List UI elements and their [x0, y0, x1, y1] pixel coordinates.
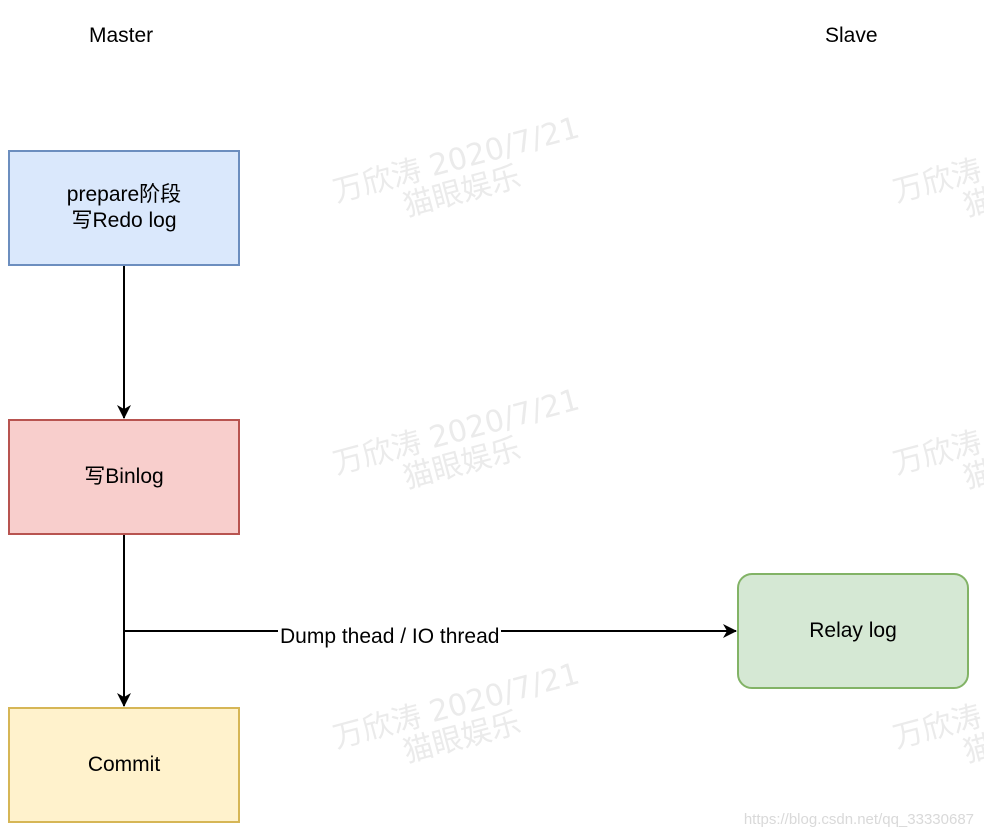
- master-column-label: Master: [89, 24, 154, 47]
- source-credit: https://blog.csdn.net/qq_33330687: [743, 811, 974, 828]
- commit-node[interactable]: Commit: [8, 707, 240, 823]
- replication-edge-label: Dump thead / IO thread: [278, 624, 502, 650]
- slave-column-label: Slave: [825, 24, 878, 47]
- relay-node-label: Relay log: [809, 619, 897, 642]
- binlog-node-label: 写Binlog: [84, 465, 164, 488]
- relay-log-node[interactable]: Relay log: [737, 573, 969, 689]
- prepare-redo-log-node[interactable]: prepare阶段 写Redo log: [8, 150, 240, 266]
- prepare-node-line-2: 写Redo log: [71, 209, 177, 232]
- write-binlog-node[interactable]: 写Binlog: [8, 419, 240, 535]
- prepare-node-line-1: prepare阶段: [66, 183, 182, 206]
- commit-node-label: Commit: [87, 753, 161, 776]
